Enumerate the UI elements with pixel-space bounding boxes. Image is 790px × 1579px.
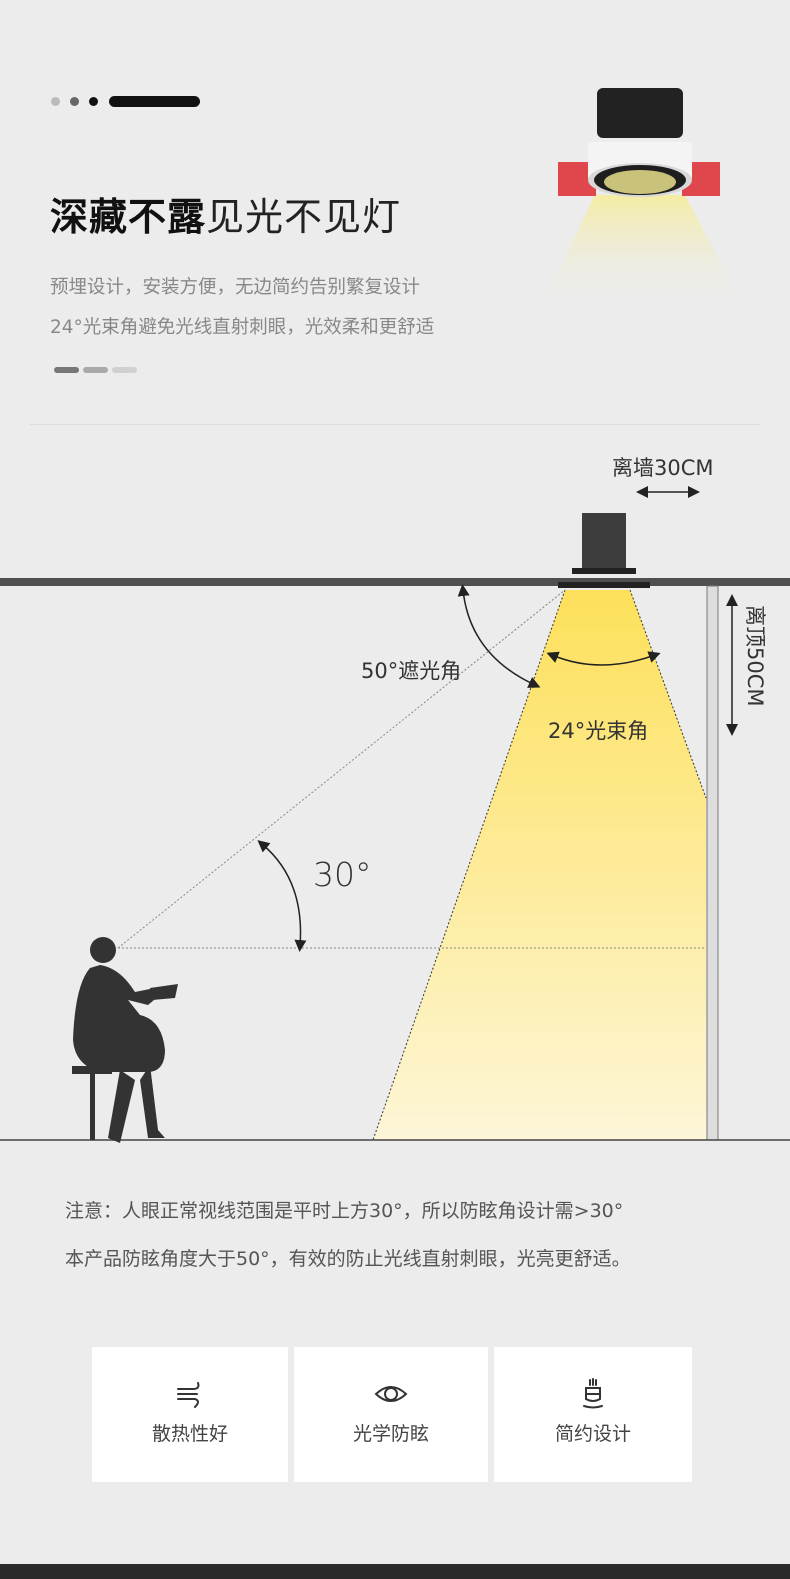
wall <box>706 585 719 1141</box>
note-line: 本产品防眩角度大于50°，有效的防止光线直射刺眼，光亮更舒适。 <box>65 1248 631 1270</box>
subtitle-line: 预埋设计，安装方便，无边简约告别繁复设计 <box>50 277 421 298</box>
sight-angle-label: 30° <box>313 855 372 894</box>
subtitle-line: 24°光束角避免光线直射刺眼，光效柔和更舒适 <box>50 317 435 338</box>
lamp-icon <box>583 1378 603 1409</box>
decor-bar <box>109 96 200 107</box>
decor-dot <box>70 97 79 106</box>
decor-pill <box>83 367 108 373</box>
feature-card-antiglare: 光学防眩 <box>294 1347 488 1482</box>
decor-pill <box>54 367 79 373</box>
feature-label: 散热性好 <box>151 1423 228 1445</box>
feature-label: 光学防眩 <box>352 1423 429 1445</box>
ceiling <box>0 578 790 586</box>
feature-card-design: 简约设计 <box>494 1347 692 1482</box>
eye-icon <box>374 1386 408 1402</box>
decor-dot <box>89 97 98 106</box>
divider <box>30 424 760 425</box>
downlight-body <box>582 513 626 568</box>
feature-label: 简约设计 <box>554 1423 631 1445</box>
person-reading-icon <box>72 937 178 1143</box>
wall-distance-label: 离墙30CM <box>612 456 714 480</box>
installation-diagram: 离墙30CM 离顶50CM 50°遮光角 24°光束角 30° <box>0 456 790 1143</box>
decor-pill <box>112 367 137 373</box>
bottom-bar <box>0 1564 790 1579</box>
title-light: 见光不见灯 <box>206 195 402 239</box>
note-line: 注意：人眼正常视线范围是平时上方30°，所以防眩角设计需>30° <box>65 1200 624 1222</box>
light-beam <box>373 590 706 1140</box>
shield-angle-label: 50°遮光角 <box>361 659 461 683</box>
beam-angle-label: 24°光束角 <box>548 719 648 743</box>
page-title: 深藏不露见光不见灯 <box>50 186 401 241</box>
wind-icon <box>177 1382 200 1408</box>
ceiling-distance-label: 离顶50CM <box>743 605 767 707</box>
downlight-product-image <box>540 88 745 310</box>
feature-card-heat: 散热性好 <box>92 1347 288 1482</box>
decor-dot <box>51 97 60 106</box>
title-bold: 深藏不露 <box>50 195 207 239</box>
